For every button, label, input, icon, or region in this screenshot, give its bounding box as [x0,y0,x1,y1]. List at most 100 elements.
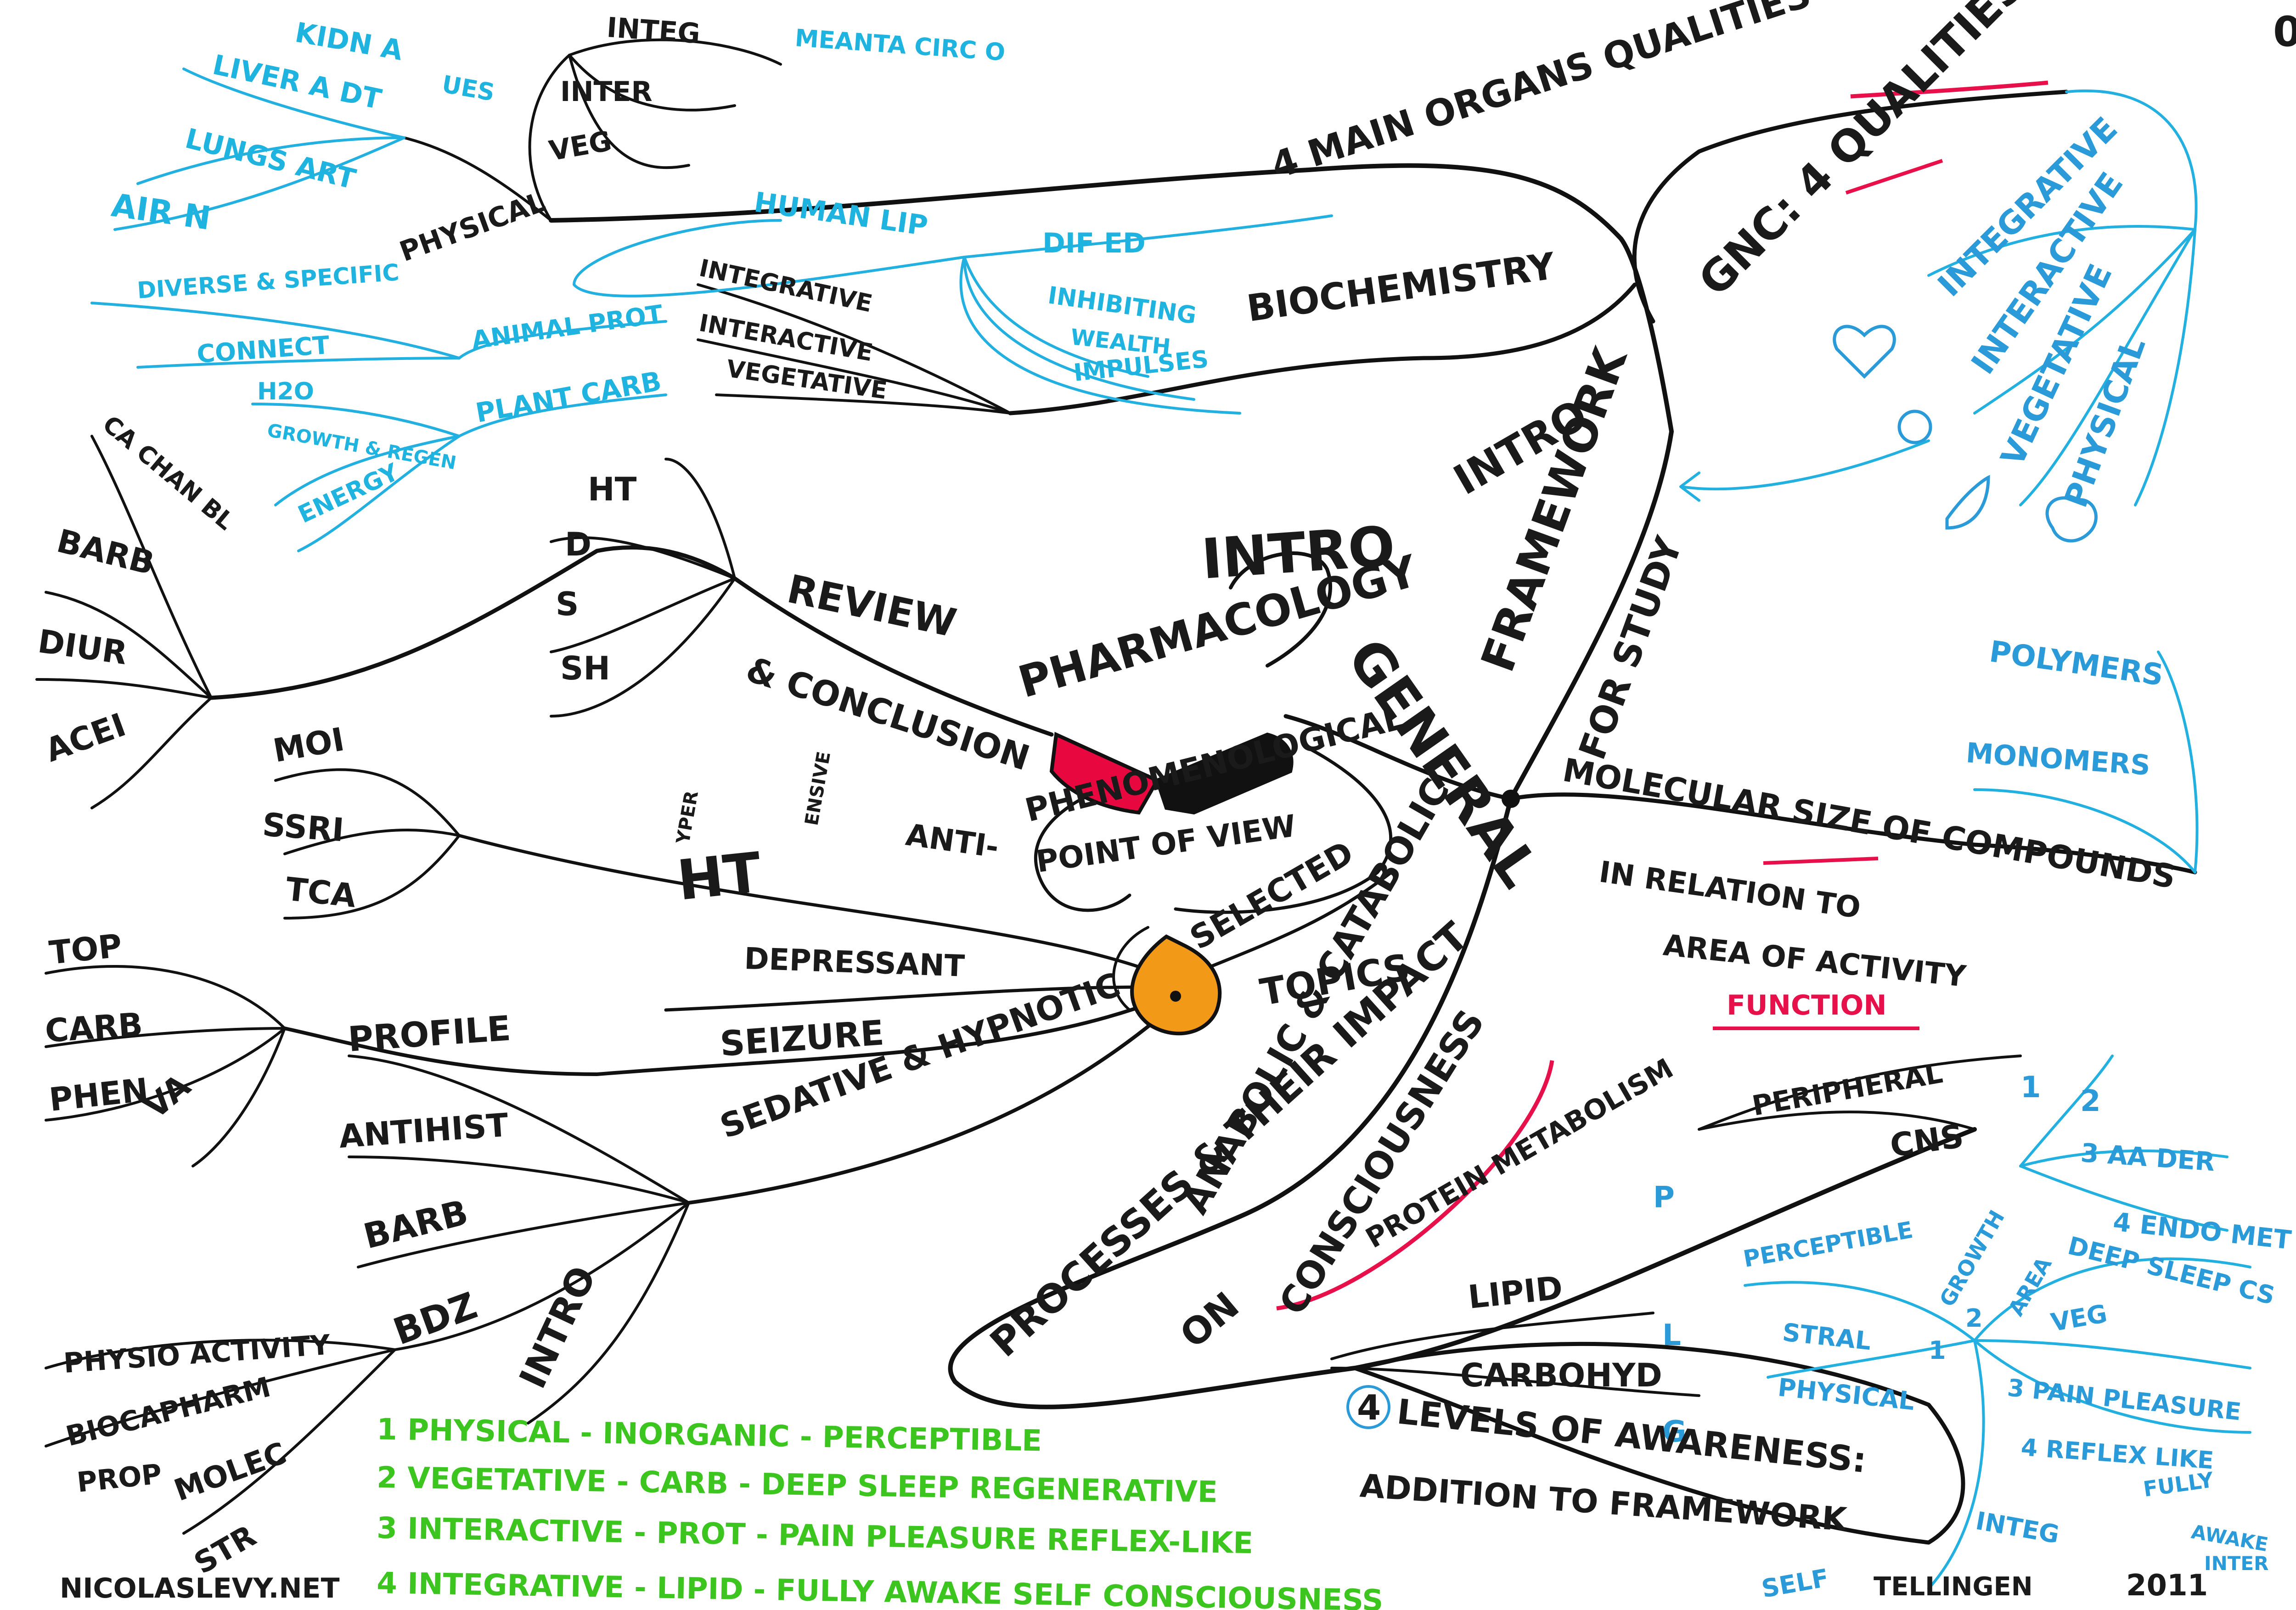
on-label: ON [1172,1284,1247,1357]
tca-label: TCA [284,870,358,915]
growth-aw-label: GROWTH [1935,1206,2009,1311]
integ-aw-label: INTEG [1974,1506,2061,1549]
cns-item-1: 1 [2020,1071,2041,1105]
polymers-label: POLYMERS [1987,635,2166,693]
kidney-label: KIDN A [293,17,405,67]
anti-label: ANTI- [904,817,1001,865]
point-of-view-label: POINT OF VIEW [1034,808,1298,880]
levels-label: LEVELS OF AWARENESS: [1395,1391,1868,1481]
inhibiting-label: INHIBITING [1046,281,1198,330]
area-label: AREA OF ACTIVITY [1661,928,1968,994]
p-label: P [1653,1181,1675,1215]
review-sh: SH [560,650,610,687]
cns-label: CNS [1888,1117,1966,1165]
monomers-label: MONOMERS [1965,737,2151,782]
review-ht: HT [588,471,637,508]
profile-label: PROFILE [347,1008,512,1060]
integrative-bio-label: INTEGRATIVE [697,254,874,318]
top-label: TOP [47,927,124,972]
levels-four: 4 [1357,1387,1381,1428]
quality-list: INTEGRATIVE INTERACTIVE VEGETATIVE PHYSI… [1930,110,2153,512]
center-knot-icon [1502,790,1520,808]
diur-label: DIUR [36,623,129,672]
fully-label: FULLY [2142,1467,2215,1502]
brain-icon [2045,496,2098,543]
relation-label: IN RELATION TO [1597,855,1863,926]
human-lip-label: HUMAN LIP [752,186,930,242]
depressant-label: DEPRESSANT [743,942,965,984]
perceptible-label: PERCEPTIBLE [1741,1217,1915,1273]
underline-consciousness [1276,1060,1554,1311]
biochemistry-label: BIOCHEMISTRY [1244,245,1558,330]
air-label: AIR N [109,186,213,237]
prop-label: PROP [75,1458,163,1499]
function-label: FUNCTION [1727,989,1886,1021]
site-label: NICOLASLEVY.NET [60,1572,340,1604]
antihist-label: ANTIHIST [338,1106,509,1156]
inter-aw-label: INTER [2204,1552,2268,1575]
dif-ed-label: DIF ED [1042,227,1146,259]
pain-pleasure-label: 3 PAIN PLEASURE [2006,1374,2243,1426]
legend-item-4: 4 INTEGRATIVE - LIPID - FULLY AWAKE SELF… [377,1566,1384,1610]
heart-icon [1833,325,1896,379]
main-organs-label: 4 MAIN ORGANS QUALITIES [1266,0,1816,187]
plant-carb-label: PLANT CARB [473,365,664,429]
barb-review-label: BARB [53,522,158,583]
acei-label: ACEI [40,706,131,769]
self-aw-label: SELF [1759,1563,1831,1604]
maoi-label: MOI [270,720,347,770]
quality-symbols [1833,325,2098,543]
animal-prot-label: ANIMAL PROT [470,299,665,355]
cyan-lines [90,67,2251,1590]
tensive-label: ENSIVE [801,750,835,827]
place-label: TELLINGEN [1874,1572,2033,1602]
str-label: STR [189,1519,262,1581]
awake-label: AWAKE [2189,1520,2270,1556]
digestive-icon [1897,410,1932,444]
legend-item-3: 3 INTERACTIVE - PROT - PAIN PLEASURE REF… [377,1511,1254,1560]
underline-qualities [1850,80,2048,99]
diverse-label: DIVERSE & SPECIFIC [136,259,400,304]
legend-item-2: 2 VEGETATIVE - CARB - DEEP SLEEP REGENER… [377,1461,1218,1509]
biocapharm-label: BIOCAPHARM [63,1371,274,1453]
stral-label: STRAL [1781,1318,1873,1356]
ues-label: UES [440,71,497,107]
leaf-icon [1945,475,1990,530]
connect-label: CONNECT [196,331,331,369]
veg-bio-label: VEG [546,125,614,168]
arrow-icon [1679,439,1930,502]
four-circle [1346,1385,1390,1429]
g-label: G [1662,1415,1687,1449]
aw-num-2: 2 [1965,1304,1983,1333]
intro-label: INTRO [1199,515,1397,592]
year-label: 2011 [2126,1569,2208,1603]
physical-bio-label: PHYSICAL [395,186,550,268]
bdz-label: BDZ [388,1284,483,1353]
veg-aw-label: VEG [2048,1299,2109,1337]
h2o-label: H2O [257,378,314,405]
review-d: D [565,526,591,563]
physio-label: PHYSIO ACTIVITY [62,1329,332,1380]
lungs-label: LUNGS ART [182,123,359,196]
flame-icon [1130,934,1222,1036]
branch-lines [35,38,2197,1545]
cns-item-2: 2 [2080,1084,2101,1118]
review-label: REVIEW [783,567,960,646]
framework-label: FRAMEWORK [1471,339,1638,679]
addition-label: ADDITION TO FRAMEWORK [1359,1467,1849,1538]
inter-bio-label: INTER [560,76,653,108]
intro-topic-label: INTRO [511,1260,604,1395]
phen-label: PHEN [47,1071,150,1119]
legend: 1 PHYSICAL - INORGANIC - PERCEPTIBLE 2 V… [377,1413,1384,1610]
ca-chan-label: CA CHAN BL [97,410,239,536]
cns-item-3: 3 AA DER [2080,1138,2216,1177]
page-number: 0 [2273,8,2296,56]
ht-topic-label: HT [675,841,765,913]
legend-item-1: 1 PHYSICAL - INORGANIC - PERCEPTIBLE [377,1413,1042,1458]
ssri-label: SSRI [261,806,345,849]
carb-topic-label: CARB [44,1005,144,1050]
carbohyd-label: CARBOHYD [1460,1357,1662,1394]
hyper-label: YPER [672,789,703,846]
meanta-circ-label: MEANTA CIRC O [794,24,1006,67]
